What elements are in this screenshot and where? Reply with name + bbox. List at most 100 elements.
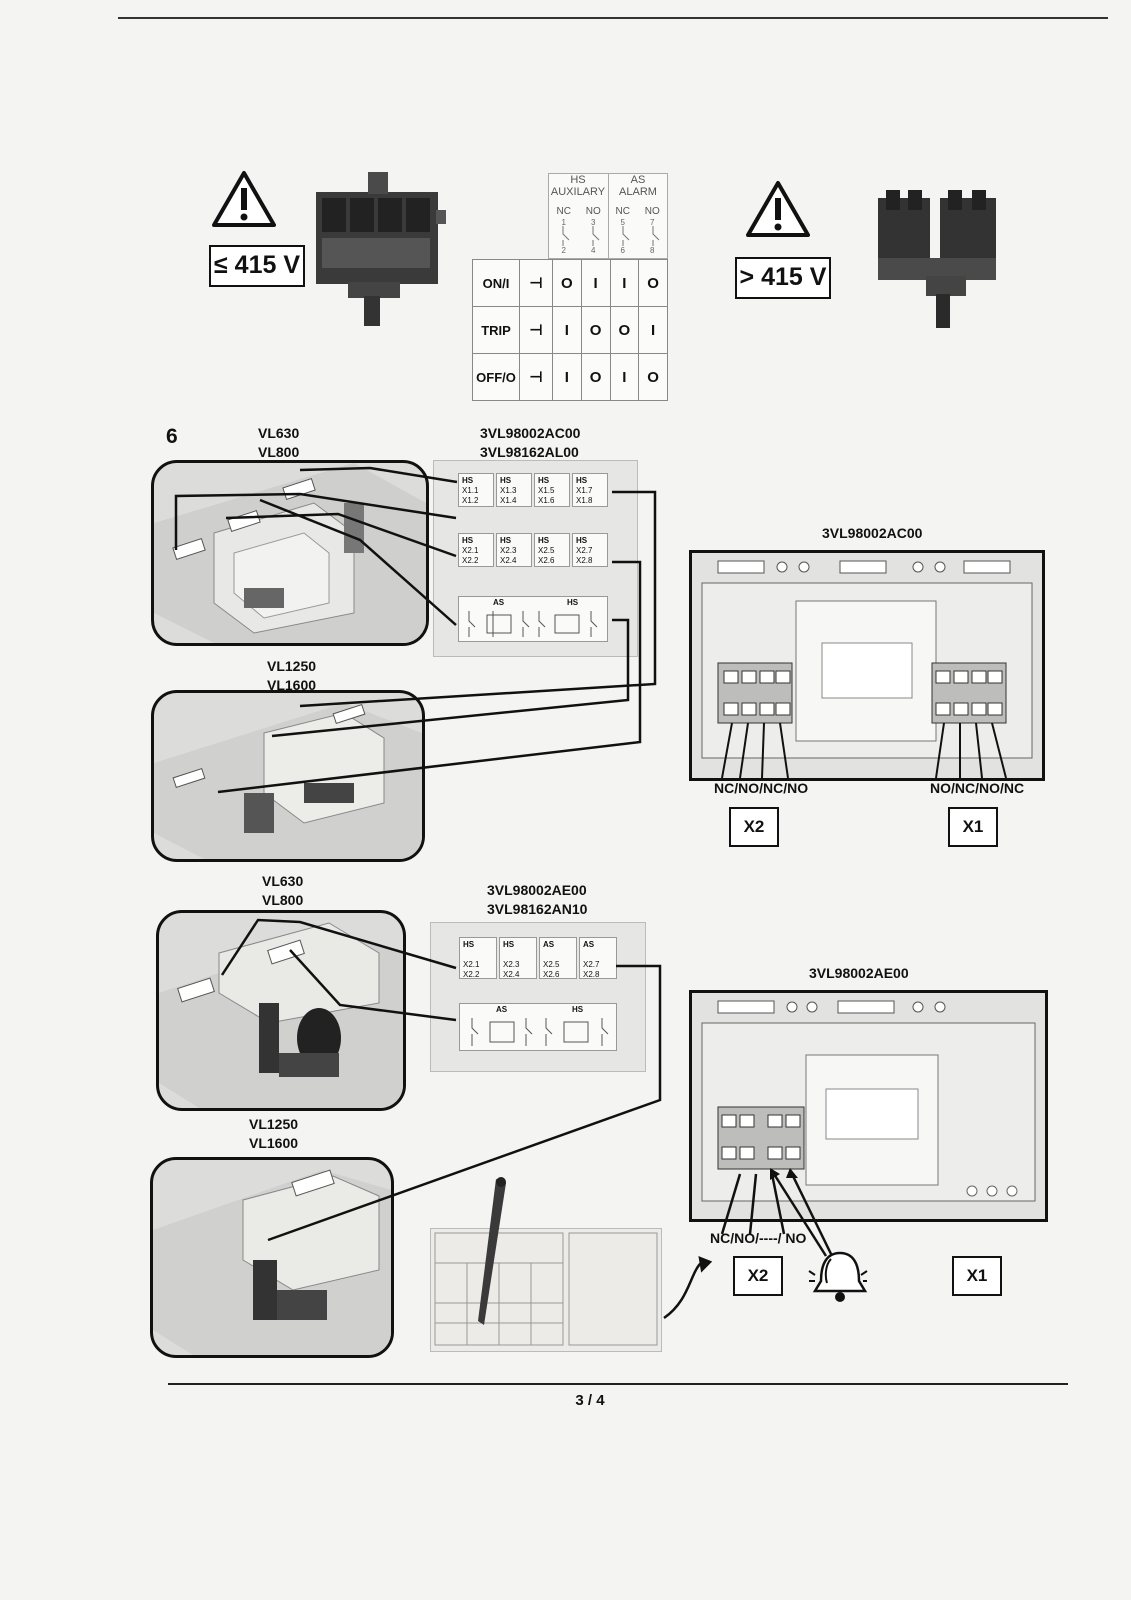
schematic-label-as: AS [493, 598, 505, 607]
terminal-block-x1: X1 [948, 807, 998, 847]
cell-header: HS [503, 940, 515, 949]
terminal-id: X2.7 [583, 960, 600, 969]
table-header-hs: HS [570, 174, 586, 186]
switch-symbol: ⊣ [519, 353, 553, 401]
auxiliary-switch-image-split [878, 190, 996, 328]
table-cell: I [609, 259, 640, 307]
terminal-id: X1.3 [500, 486, 517, 495]
terminal-number: 2 [561, 246, 566, 255]
terminal-id: X2.4 [500, 556, 517, 565]
model-label: VL630 VL800 [258, 424, 299, 462]
auxiliary-switch-image [316, 172, 446, 326]
cell-header: HS [538, 476, 550, 485]
table-cell: O [609, 306, 640, 354]
model-vl1250: VL1250 [249, 1116, 299, 1132]
table-cell: I [580, 259, 611, 307]
terminal-id: X2.6 [538, 556, 555, 565]
voltage-label-low: ≤ 415 V [209, 245, 305, 287]
part-number: 3VL98002AE00 [487, 882, 587, 898]
pen-icon [478, 1177, 506, 1325]
terminal-id: X2.5 [538, 546, 555, 555]
row-label-off: OFF/O [472, 353, 520, 401]
breaker-illustration-vl1250 [151, 690, 425, 862]
panel-title: 3VL98002AE00 [809, 965, 909, 981]
terminal-id: X1.5 [538, 486, 555, 495]
cell-header: AS [543, 940, 555, 949]
contact-type: NO [585, 206, 601, 217]
panel-title: 3VL98002AC00 [822, 525, 923, 541]
part-number-group: 3VL98002AE00 3VL98162AN10 [487, 881, 587, 919]
terminal-id: X2.2 [462, 556, 479, 565]
table-cell: I [552, 353, 582, 401]
terminal-id: X2.4 [503, 970, 520, 979]
terminal-id: X1.1 [462, 486, 479, 495]
model-vl1600: VL1600 [249, 1135, 299, 1151]
page-number: 3 / 4 [575, 1392, 605, 1409]
contact-type: NC [556, 206, 571, 217]
row-label-on: ON/I [472, 259, 520, 307]
terminal-id: X1.4 [500, 496, 517, 505]
breaker-illustration-vl630 [156, 910, 406, 1111]
step-number: 6 [166, 425, 178, 448]
cell-header: HS [576, 536, 588, 545]
table-cell: I [552, 306, 582, 354]
schematic-cell: AS HS [458, 596, 608, 642]
terminal-id: X1.2 [462, 496, 479, 505]
cell-header: AS [583, 940, 595, 949]
part-number: 3VL98162AN10 [487, 901, 588, 917]
accessory-panel [689, 550, 1045, 781]
model-vl630: VL630 [262, 873, 304, 889]
cell-header: HS [576, 476, 588, 485]
cell-header: HS [463, 940, 475, 949]
cell-header: HS [500, 476, 512, 485]
top-rule [118, 17, 1108, 19]
model-vl800: VL800 [258, 444, 300, 460]
table-cell: I [609, 353, 640, 401]
cell-header: HS [462, 476, 474, 485]
terminal-block-x1: X1 [952, 1256, 1002, 1296]
terminal-id: X2.6 [543, 970, 560, 979]
cell-header: HS [500, 536, 512, 545]
model-vl1250: VL1250 [267, 658, 317, 674]
schematic-label-as: AS [496, 1005, 508, 1014]
terminal-id: X2.3 [503, 960, 520, 969]
terminal-id: X2.1 [462, 546, 479, 555]
terminal-number: 8 [650, 246, 655, 255]
model-label: VL630 VL800 [262, 872, 303, 910]
table-cell: O [638, 259, 668, 307]
table-header-as: AS [630, 174, 646, 186]
terminal-id: X2.8 [576, 556, 593, 565]
schematic-cell: AS HS [459, 1003, 617, 1051]
contact-schematic [468, 611, 598, 637]
part-number: 3VL98162AL00 [480, 444, 579, 460]
row-label-trip: TRIP [472, 306, 520, 354]
table-header-hs-sub: AUXILARY [550, 186, 606, 198]
part-number-group: 3VL98002AC00 3VL98162AL00 [480, 424, 580, 462]
terminal-number: 3 [591, 218, 596, 227]
model-vl630: VL630 [258, 425, 300, 441]
terminal-id: X2.3 [500, 546, 517, 555]
warning-icon [212, 171, 276, 227]
contact-symbols [562, 226, 660, 246]
contact-schematic [471, 1018, 609, 1046]
bottom-rule [168, 1383, 1068, 1385]
contact-type: NO [644, 206, 660, 217]
terminal-id: X1.6 [538, 496, 555, 505]
table-header-as-sub: ALARM [619, 186, 657, 198]
part-number: 3VL98002AC00 [480, 425, 581, 441]
cell-header: HS [538, 536, 550, 545]
terminal-id: X2.1 [463, 960, 480, 969]
model-label: VL1250 VL1600 [249, 1115, 298, 1153]
switch-symbol: ⊣ [519, 306, 553, 354]
model-vl800: VL800 [262, 892, 304, 908]
schematic-label-hs: HS [567, 598, 579, 607]
terminal-id: X2.5 [543, 960, 560, 969]
